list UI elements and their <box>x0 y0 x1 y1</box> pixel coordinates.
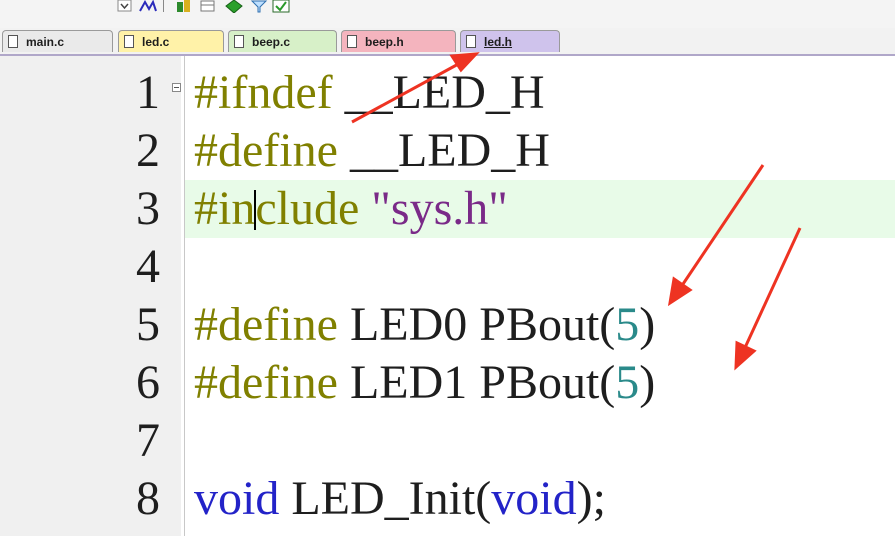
tab-label: beep.h <box>365 35 404 49</box>
tab-label: main.c <box>26 35 65 49</box>
toolbar-separator <box>163 0 164 12</box>
toolbar <box>0 0 895 28</box>
line-number: 7 <box>136 414 160 467</box>
line-number: 3 <box>136 182 160 235</box>
diamond-icon[interactable] <box>225 0 245 14</box>
line-number-gutter <box>0 56 181 536</box>
current-line-highlight <box>185 180 895 238</box>
code-line-2[interactable]: #define __LED_H <box>194 122 550 180</box>
preprocessor-token: clude <box>255 182 360 235</box>
code-line-8[interactable]: void LED_Init(void); <box>194 470 606 528</box>
number-token: 5 <box>615 298 640 351</box>
preprocessor-token: #define <box>194 124 338 177</box>
identifier-token: LED1 PBout( <box>337 356 616 409</box>
file-icon <box>234 35 244 48</box>
preprocessor-token: #define <box>194 356 338 409</box>
file-icon <box>347 35 357 48</box>
line-number: 5 <box>136 298 160 351</box>
dropdown-icon[interactable] <box>117 0 137 13</box>
tab-beep-h[interactable]: beep.h <box>341 30 456 52</box>
tab-label: led.c <box>142 35 170 49</box>
line-number: 2 <box>136 124 160 177</box>
arrow-head <box>449 52 480 73</box>
annotation-arrow <box>741 227 802 353</box>
code-line-5[interactable]: #define LED0 PBout(5) <box>194 296 655 354</box>
tab-label: beep.c <box>252 35 291 49</box>
code-line-1[interactable]: #ifndef __LED_H <box>194 64 545 122</box>
identifier-token: LED_Init( <box>279 472 492 525</box>
annotation-arrow <box>351 60 463 124</box>
preprocessor-token: #ifndef <box>194 66 333 119</box>
file-icon <box>466 35 476 48</box>
preprocessor-token: #in <box>194 182 256 235</box>
code-line-3[interactable]: #include "sys.h" <box>194 180 508 238</box>
punctuation-token: ) <box>639 356 656 409</box>
identifier-token: __LED_H <box>337 124 550 177</box>
code-line-6[interactable]: #define LED1 PBout(5) <box>194 354 655 412</box>
build-icon[interactable] <box>176 0 196 13</box>
fold-collapse-icon[interactable] <box>172 83 181 92</box>
tab-beep-c[interactable]: beep.c <box>228 30 337 52</box>
filter-icon[interactable] <box>250 0 270 13</box>
tab-main-c[interactable]: main.c <box>2 30 113 52</box>
preprocessor-token: #define <box>194 298 338 351</box>
keyword-token: void <box>491 472 577 525</box>
code-editor[interactable]: 1 2 3 4 5 6 7 8 #ifndef __LED_H #define … <box>0 56 895 536</box>
line-number: 8 <box>136 472 160 525</box>
punctuation-token: ) <box>639 298 656 351</box>
text-cursor <box>254 190 257 230</box>
tab-led-c[interactable]: led.c <box>118 30 224 52</box>
find-icon[interactable] <box>138 0 158 13</box>
check-icon[interactable] <box>272 0 292 13</box>
arrow-head <box>667 276 693 307</box>
tab-led-h[interactable]: led.h <box>460 30 560 52</box>
line-number: 6 <box>136 356 160 409</box>
string-token: "sys.h" <box>359 182 508 235</box>
window-icon[interactable] <box>200 0 220 13</box>
annotation-arrow <box>677 164 765 291</box>
tab-label: led.h <box>484 35 513 49</box>
arrow-head <box>734 340 757 371</box>
punctuation-token: ); <box>576 472 606 525</box>
identifier-token: LED0 PBout( <box>337 298 616 351</box>
file-icon <box>124 35 134 48</box>
keyword-token: void <box>194 472 280 525</box>
line-number: 4 <box>136 240 160 293</box>
file-icon <box>8 35 18 48</box>
file-tab-bar: main.c led.c beep.c beep.h led.h <box>0 28 895 56</box>
gutter-divider <box>184 56 185 536</box>
number-token: 5 <box>615 356 640 409</box>
line-number: 1 <box>136 66 160 119</box>
identifier-token: __LED_H <box>332 66 545 119</box>
